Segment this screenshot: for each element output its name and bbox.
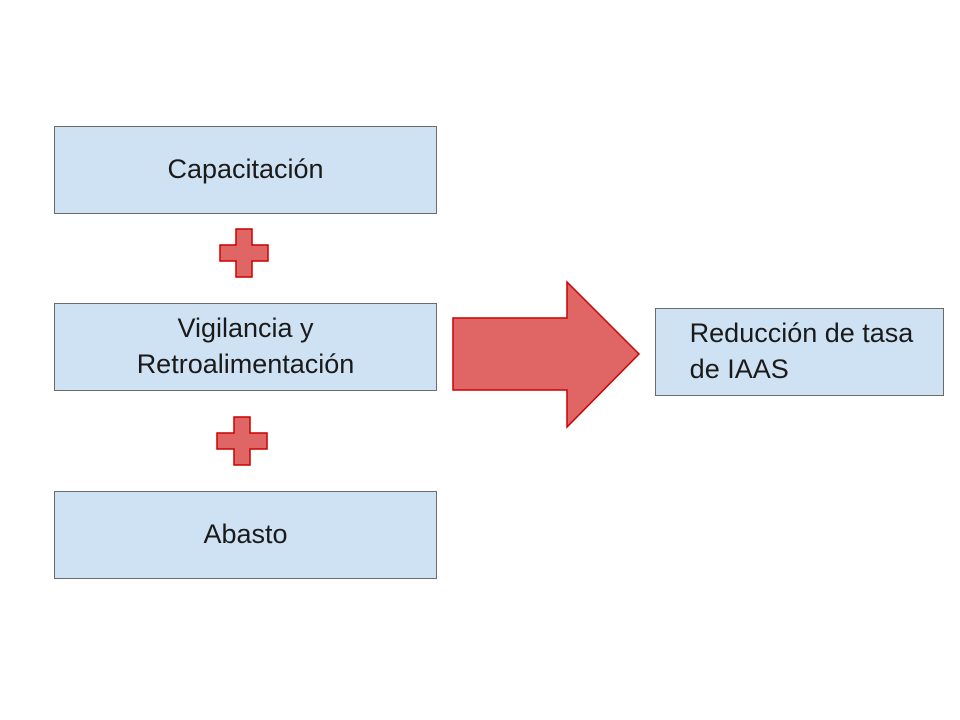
arrow-right-icon-shape bbox=[452, 280, 641, 429]
box-vigilancia-label: Vigilancia y Retroalimentación bbox=[136, 313, 355, 379]
plus-icon bbox=[216, 416, 268, 466]
box-abasto: Abasto bbox=[54, 491, 437, 579]
box-result-label: Reducción de tasa de IAAS bbox=[689, 318, 914, 384]
box-reduccion-tasa-iaas: Reducción de tasa de IAAS bbox=[655, 308, 944, 396]
box-capacitacion-label: Capacitación bbox=[167, 154, 324, 185]
plus-icon-shape bbox=[219, 228, 269, 278]
arrow-right-icon bbox=[452, 280, 641, 429]
plus-icon-shape bbox=[216, 416, 268, 466]
box-vigilancia-retroalimentacion: Vigilancia y Retroalimentación bbox=[54, 303, 437, 391]
box-abasto-label: Abasto bbox=[203, 519, 288, 550]
box-capacitacion: Capacitación bbox=[54, 126, 437, 214]
plus-icon bbox=[219, 228, 269, 278]
